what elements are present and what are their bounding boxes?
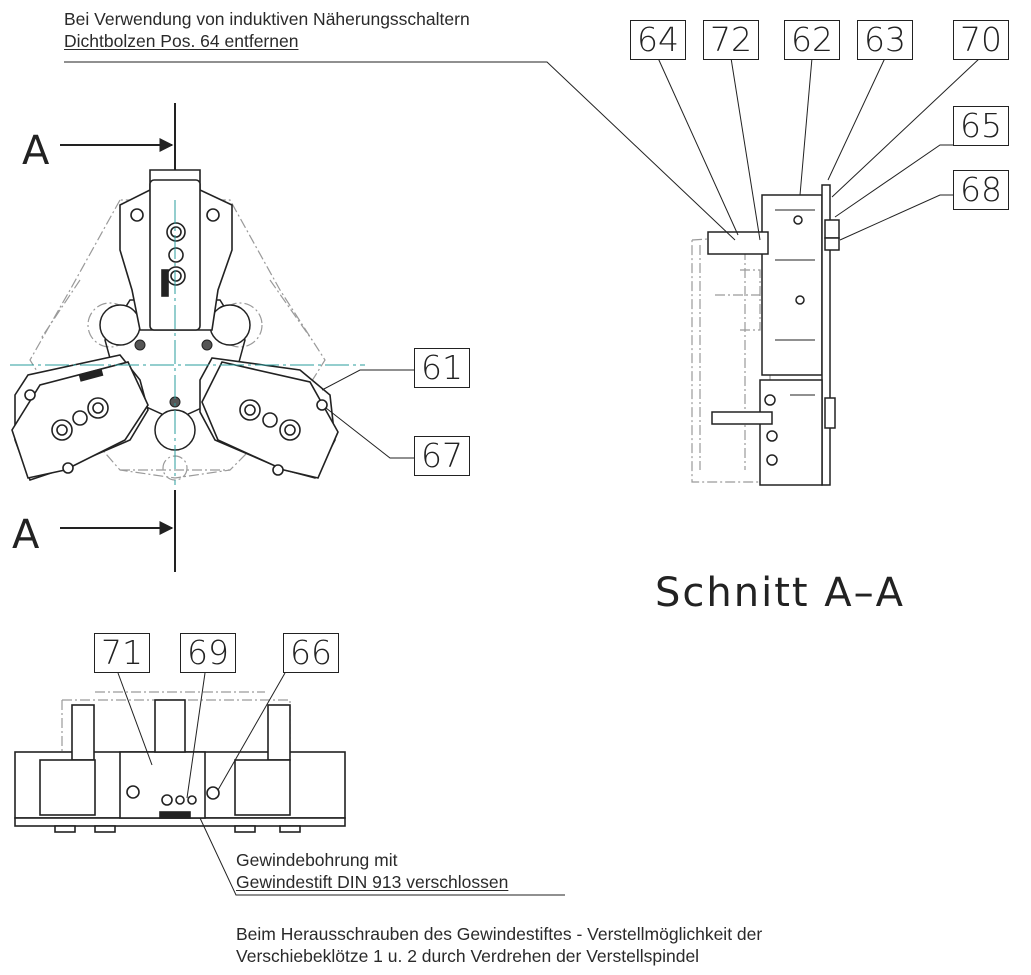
part-label-68: 68: [953, 170, 1009, 210]
section-title: Schnitt A–A: [655, 570, 906, 616]
front-view: [14, 691, 346, 833]
part-label-64: 64: [630, 20, 686, 60]
part-label-62: 62: [784, 20, 840, 60]
part-label-65: 65: [953, 106, 1009, 146]
note-adjust-line2: Verschiebeklötze 1 u. 2 durch Verdrehen …: [236, 946, 700, 966]
part-label-67: 67: [414, 436, 470, 476]
section-marker-top: A: [22, 128, 50, 174]
part-label-61: 61: [414, 348, 470, 388]
chuck-top-view: [10, 169, 365, 485]
part-label-63: 63: [857, 20, 913, 60]
note-adjust-line1: Beim Herausschrauben des Gewindestiftes …: [236, 924, 763, 944]
section-view: [691, 184, 840, 486]
part-label-66: 66: [283, 633, 339, 673]
part-label-69: 69: [180, 633, 236, 673]
part-label-70: 70: [953, 20, 1009, 60]
note-thread-line2: Gewindestift DIN 913 verschlossen: [236, 872, 509, 892]
note-proximity-line2: Dichtbolzen Pos. 64 entfernen: [64, 31, 299, 51]
section-marker-bottom: A: [12, 512, 40, 558]
note-proximity-line1: Bei Verwendung von induktiven Näherungss…: [64, 9, 470, 29]
part-label-72: 72: [703, 20, 759, 60]
note-thread-line1: Gewindebohrung mit: [236, 850, 398, 870]
part-label-71: 71: [94, 633, 150, 673]
